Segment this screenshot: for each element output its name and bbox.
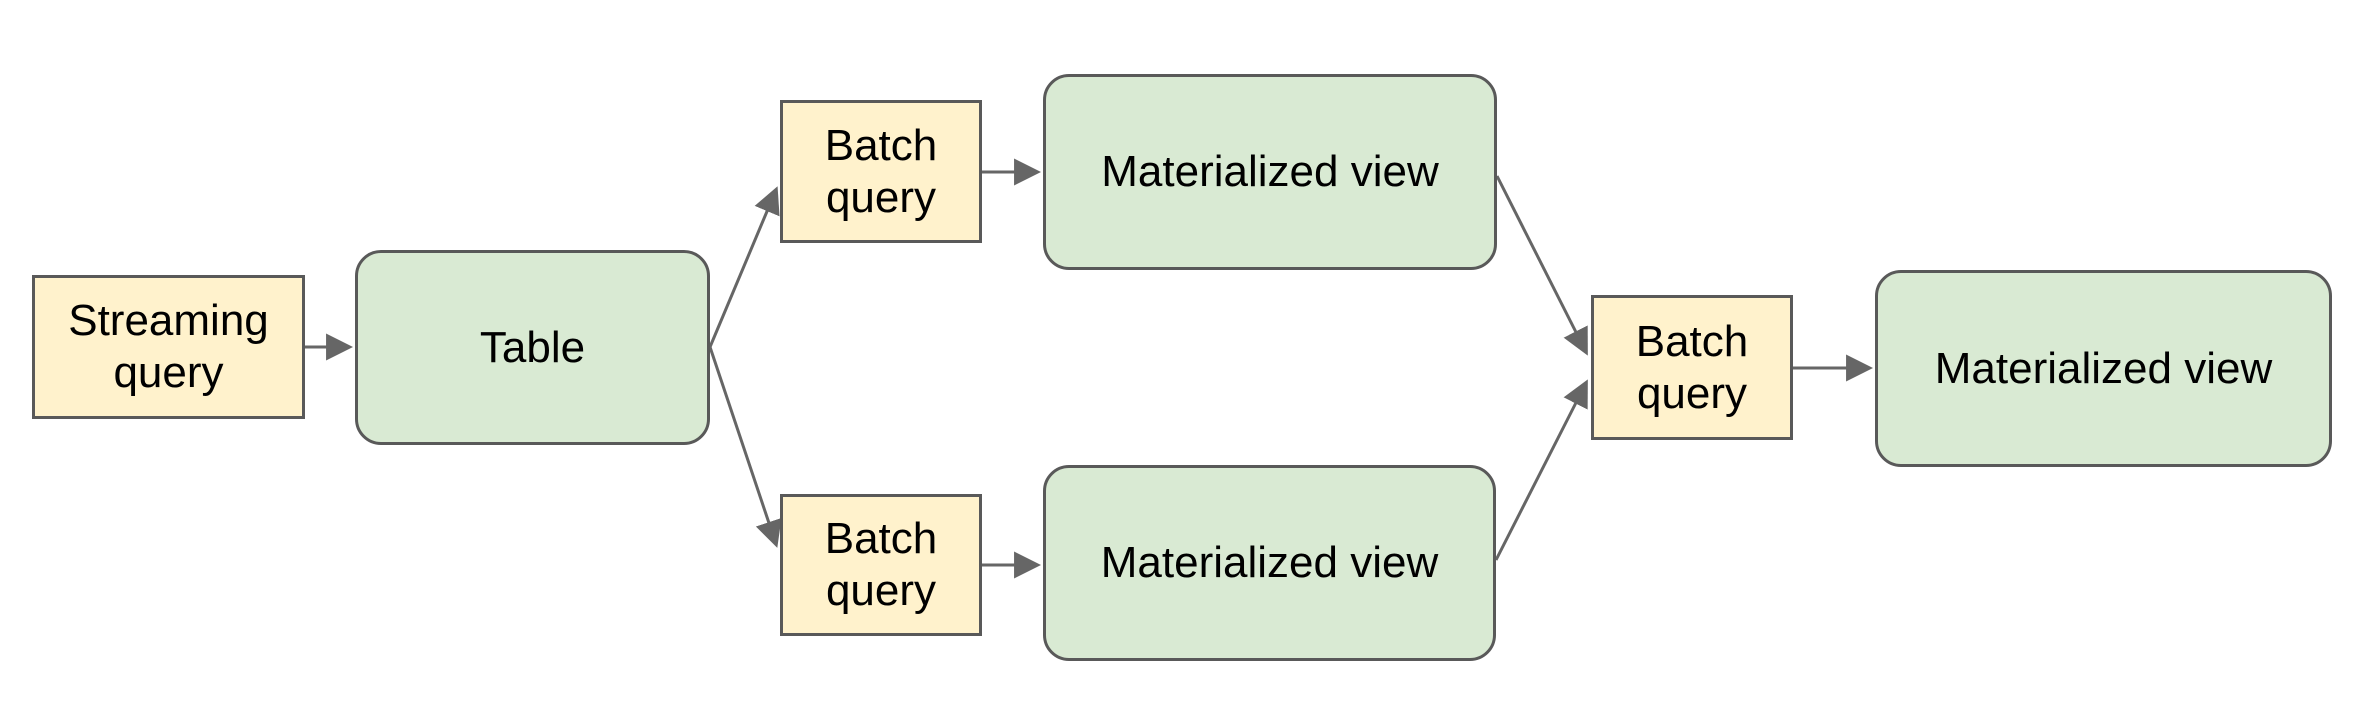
node-materialized-view-final: Materialized view	[1875, 270, 2332, 467]
node-materialized-view-top: Materialized view	[1043, 74, 1497, 270]
node-streaming-query-label: Streaming query	[68, 296, 269, 397]
node-batch-query-right-label: Batch query	[1635, 316, 1749, 418]
edge-table-to-batch-query-bottom	[708, 346, 782, 548]
node-table-label: Table	[479, 322, 586, 372]
node-materialized-view-bottom-label: Materialized view	[1100, 538, 1439, 588]
edge-table-to-batch-query-top	[708, 186, 780, 348]
node-materialized-view-top-label: Materialized view	[1101, 147, 1439, 197]
node-table: Table	[355, 250, 710, 445]
node-batch-query-right: Batch query	[1591, 295, 1793, 440]
node-batch-query-top: Batch query	[780, 100, 982, 243]
edge-materialized-view-bottom-to-batch-query-right	[1494, 379, 1588, 561]
node-streaming-query: Streaming query	[32, 275, 305, 419]
node-batch-query-bottom-label: Batch query	[824, 514, 938, 615]
node-materialized-view-final-label: Materialized view	[1934, 343, 2273, 393]
edge-materialized-view-top-to-batch-query-right	[1495, 175, 1588, 356]
node-batch-query-bottom: Batch query	[780, 494, 982, 636]
node-materialized-view-bottom: Materialized view	[1043, 465, 1496, 661]
node-batch-query-top-label: Batch query	[824, 120, 938, 222]
